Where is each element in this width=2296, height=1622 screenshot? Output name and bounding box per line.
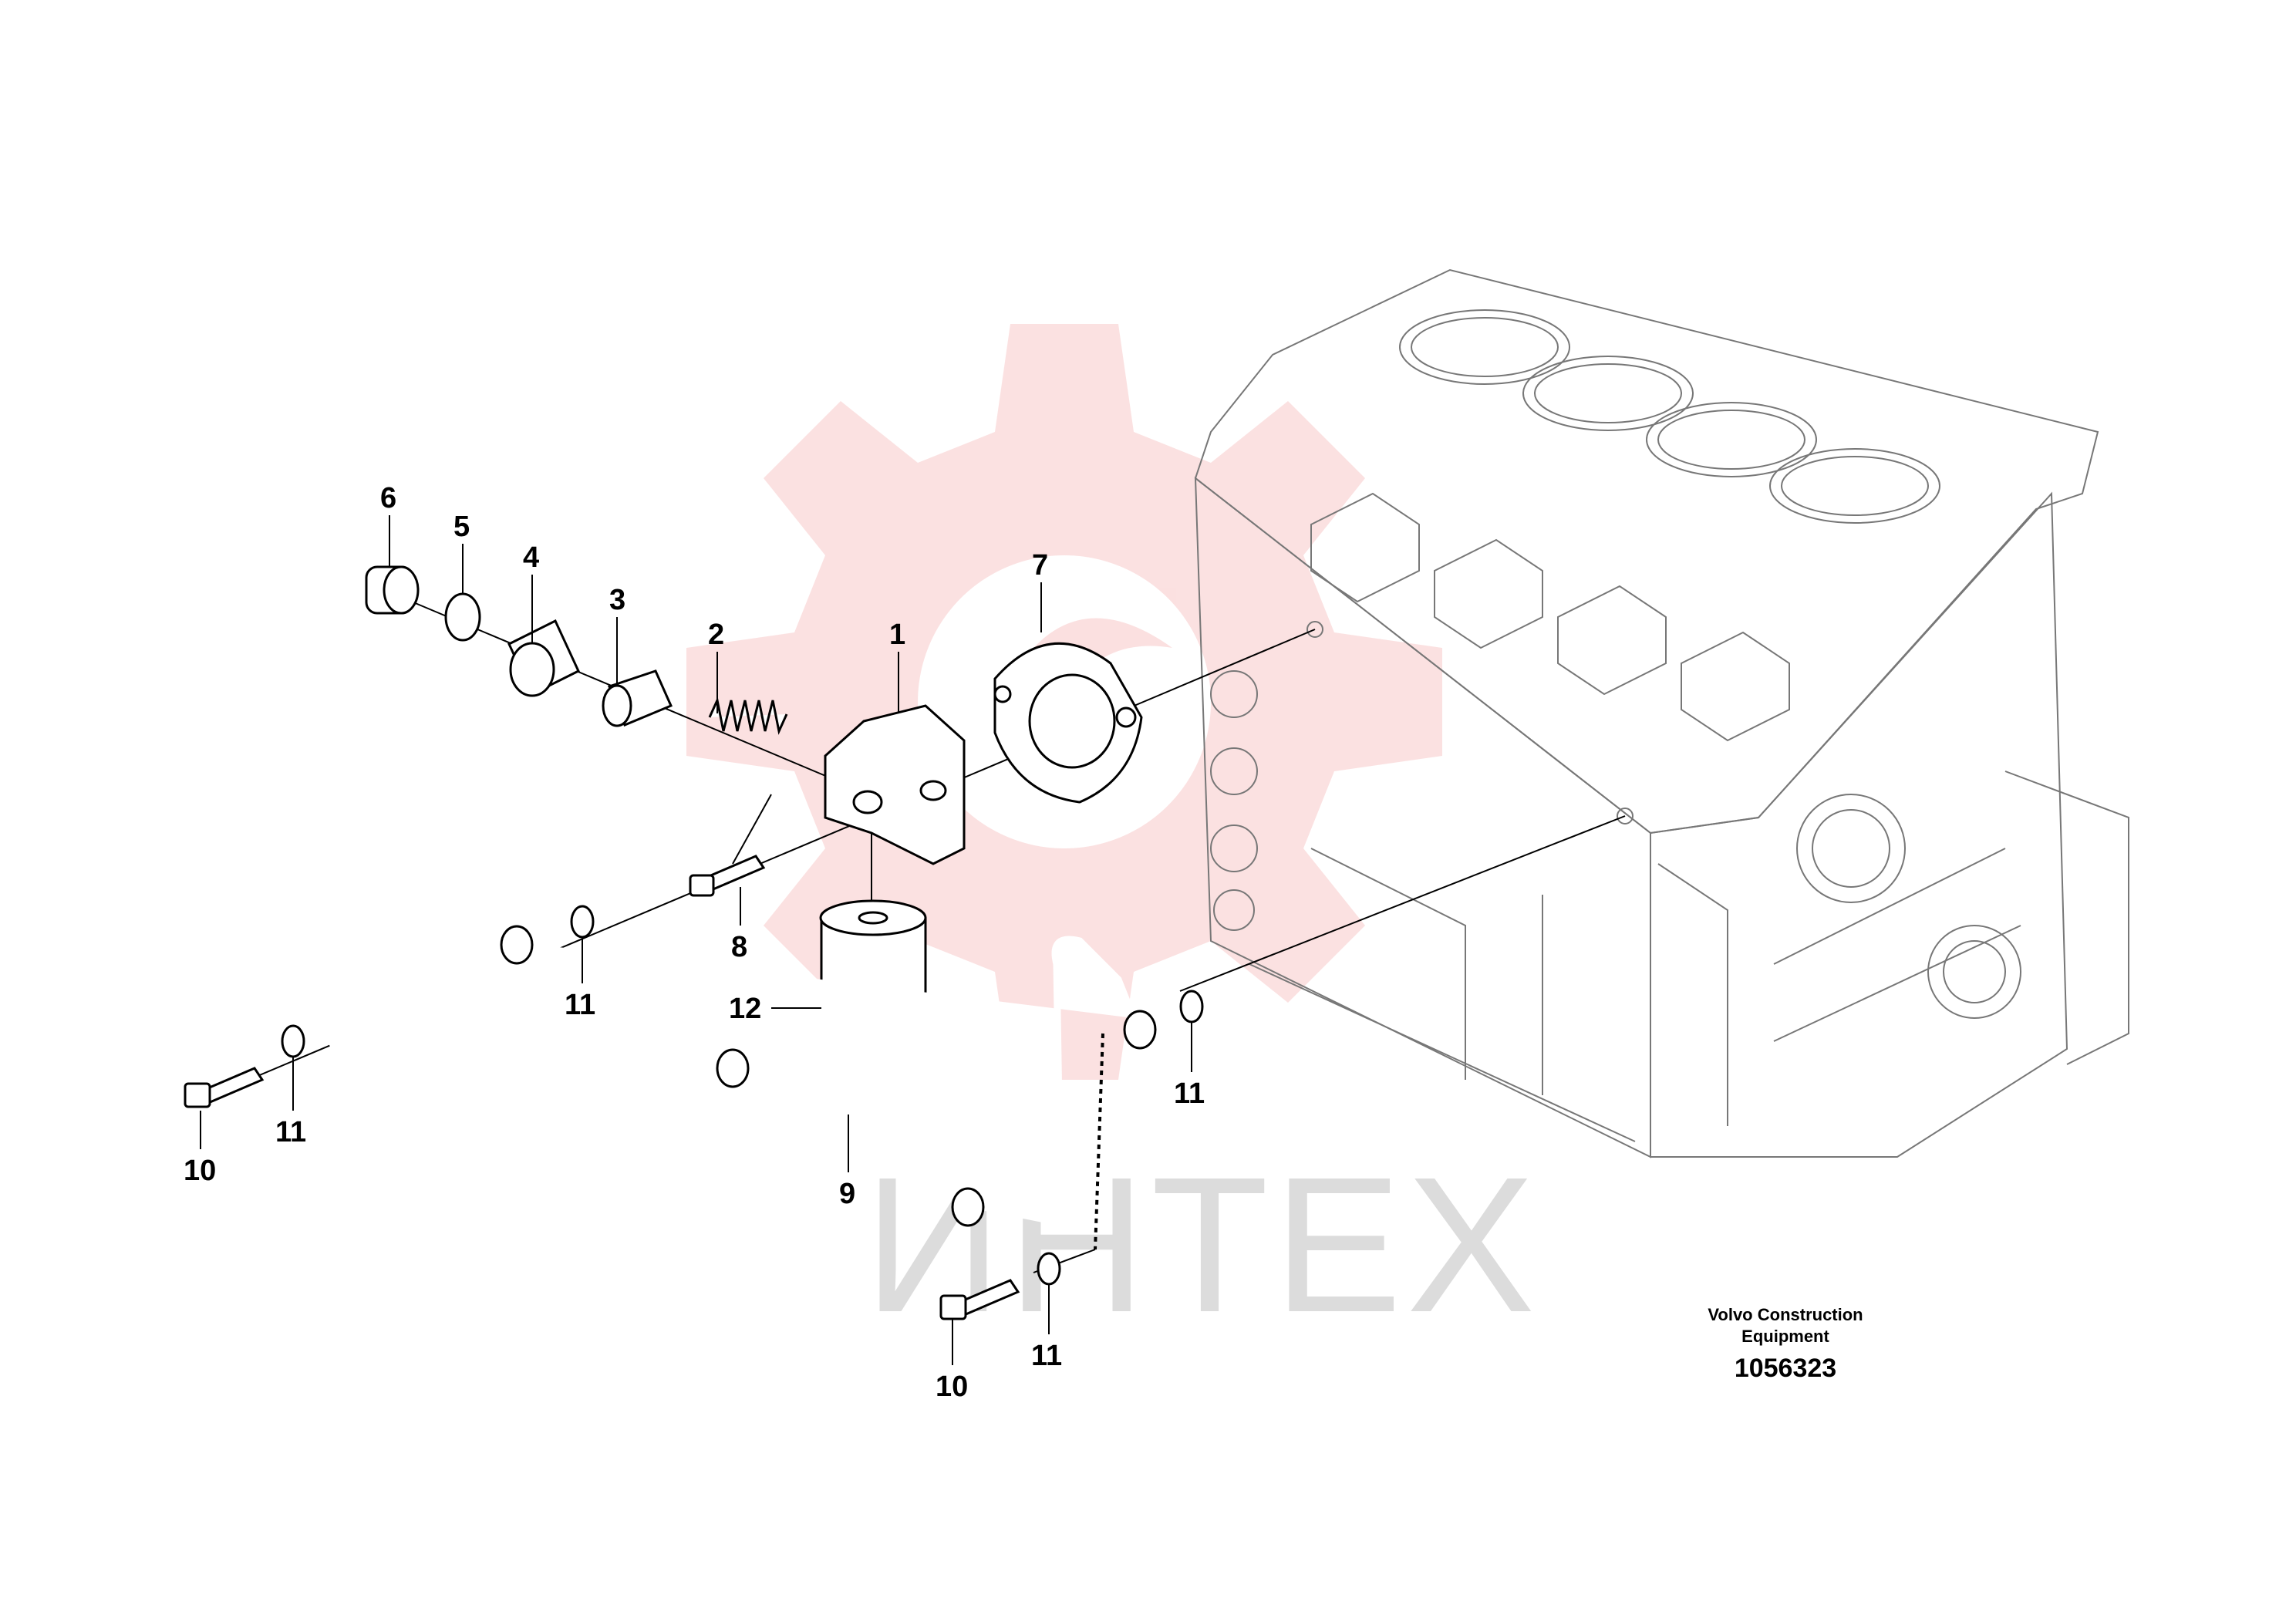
callout-4: 4 — [523, 541, 539, 574]
part-3-valve-piston — [602, 669, 673, 727]
callout-leaders — [200, 515, 1192, 1365]
part-11-washer-c — [1179, 990, 1204, 1023]
gear-shape — [686, 324, 1442, 1080]
engine-block-side — [1650, 491, 2068, 1158]
callout-6: 6 — [380, 482, 396, 514]
part-10-banjo-bolt-b — [939, 1279, 1020, 1320]
block-port-2 — [1434, 538, 1543, 649]
cylinder-bore-1 — [1399, 309, 1570, 385]
part-7-gasket — [993, 642, 1143, 804]
callout-5: 5 — [453, 511, 470, 543]
callout-11c: 11 — [1174, 1077, 1205, 1110]
part-2-spring — [708, 696, 788, 735]
part-4-sleeve — [507, 619, 580, 697]
part-6-plug — [365, 565, 420, 615]
callout-3: 3 — [609, 584, 625, 616]
credit-block: Volvo Construction Equipment 1056323 — [1708, 1305, 1863, 1383]
document-number: 1056323 — [1735, 1354, 1836, 1383]
callout-12: 12 — [729, 993, 761, 1025]
callout-10a: 10 — [184, 1155, 216, 1187]
part-10-banjo-bolt-a — [184, 1067, 265, 1108]
callout-11d: 11 — [1031, 1340, 1062, 1372]
part-5-o-ring — [444, 592, 481, 642]
block-port-4 — [1681, 631, 1790, 742]
block-bore-lower — [1927, 925, 2021, 1019]
cylinder-bore-3 — [1646, 402, 1817, 477]
callout-2: 2 — [708, 619, 724, 651]
part-8-bolt — [689, 855, 766, 897]
part-11-washer-a — [570, 905, 595, 939]
callout-labels: 1 2 3 4 5 6 7 8 9 10 10 11 11 11 11 12 — [184, 482, 1205, 1403]
block-port-3 — [1557, 585, 1667, 696]
engine-block-base — [2004, 771, 2129, 1065]
cylinder-bore-4 — [1769, 448, 1940, 524]
callout-1: 1 — [889, 619, 905, 651]
credit-line-2: Equipment — [1741, 1327, 1829, 1346]
callout-11a: 11 — [565, 989, 595, 1021]
part-9-oil-pipe — [323, 868, 1157, 1227]
callout-10b: 10 — [936, 1371, 968, 1403]
part-11-washer-d — [1037, 1252, 1061, 1286]
engine-block — [1194, 268, 2129, 1158]
part-11-washer-b — [281, 1024, 305, 1058]
callout-8: 8 — [731, 931, 747, 963]
callout-9: 9 — [839, 1178, 855, 1210]
cylinder-bore-2 — [1522, 356, 1694, 431]
credit-line-1: Volvo Construction — [1708, 1305, 1863, 1324]
block-port-1 — [1310, 492, 1420, 603]
part-1-filter-head — [824, 704, 966, 865]
block-bore-large — [1796, 794, 1906, 903]
callout-11b: 11 — [275, 1116, 306, 1148]
callout-7: 7 — [1032, 549, 1048, 582]
